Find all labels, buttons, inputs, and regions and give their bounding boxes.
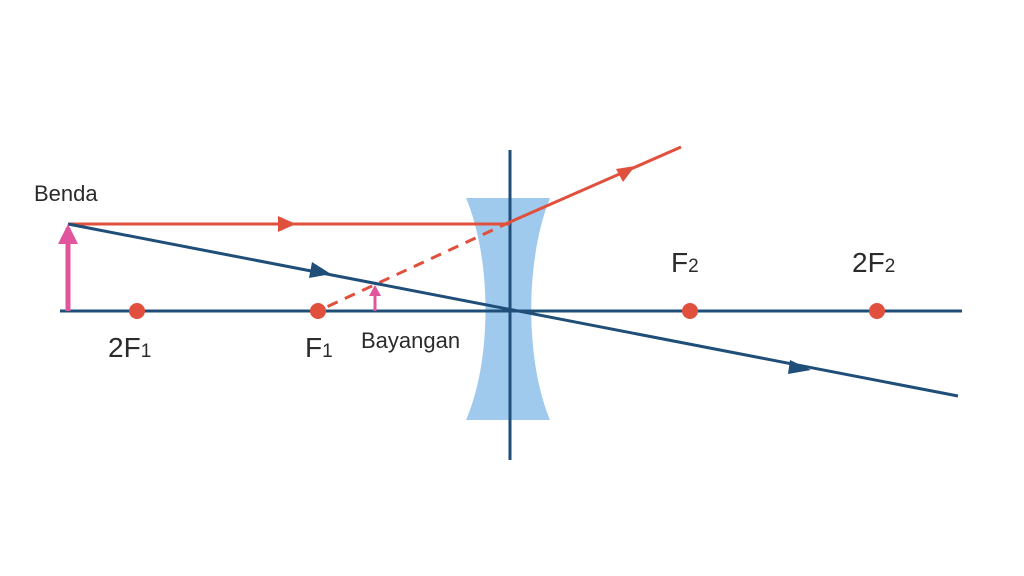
focal-point-f1 xyxy=(310,303,326,319)
label-2f2-main: 2F xyxy=(852,247,885,278)
label-f1: F1 xyxy=(305,332,333,363)
object-label: Benda xyxy=(34,181,98,206)
label-2f1: 2F1 xyxy=(108,332,151,363)
image-arrow-head xyxy=(369,285,381,296)
object-arrow-head xyxy=(58,224,78,244)
label-f1-main: F xyxy=(305,332,322,363)
image-label: Bayangan xyxy=(361,328,460,353)
focal-point-2f1 xyxy=(129,303,145,319)
label-2f1-main: 2F xyxy=(108,332,141,363)
focal-point-f2 xyxy=(682,303,698,319)
central-ray-arrow-1 xyxy=(309,262,331,278)
label-f2-main: F xyxy=(671,247,688,278)
focal-point-2f2 xyxy=(869,303,885,319)
label-2f2-sub: 2 xyxy=(885,256,896,277)
refracted-ray-arrow xyxy=(616,166,635,182)
label-2f2: 2F2 xyxy=(852,247,895,278)
label-2f1-sub: 1 xyxy=(141,341,152,362)
refracted-ray xyxy=(509,145,682,224)
virtual-ray-extension xyxy=(317,220,511,313)
central-ray xyxy=(67,222,959,398)
label-f2-sub: 2 xyxy=(688,256,699,277)
label-f1-sub: 1 xyxy=(322,341,333,362)
label-f2: F2 xyxy=(671,247,699,278)
parallel-ray-arrow xyxy=(278,216,296,232)
central-ray-arrow-2 xyxy=(788,360,811,374)
